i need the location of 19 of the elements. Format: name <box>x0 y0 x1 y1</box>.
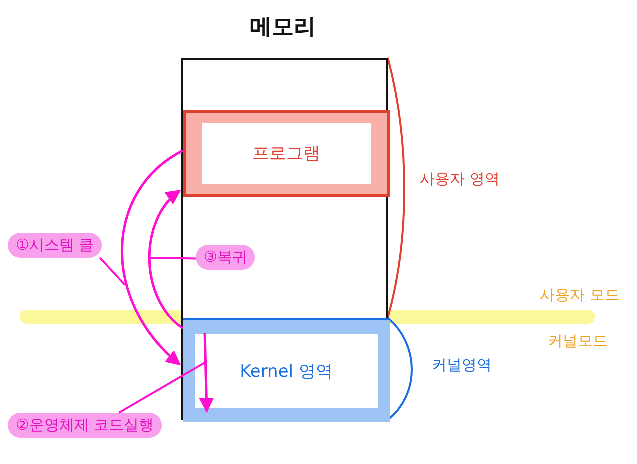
kernel-region <box>183 318 390 422</box>
callout-label: ③복귀 <box>196 245 256 270</box>
callout-label: ①시스템 콜 <box>8 233 102 258</box>
leader-line <box>99 257 126 286</box>
title: 메모리 <box>250 14 316 42</box>
region-note: 커널모드 <box>548 332 608 351</box>
arrow <box>148 190 184 330</box>
region-label: Kernel 영역 <box>195 334 378 408</box>
region-note: 커널영역 <box>432 356 492 375</box>
region-label: 프로그램 <box>202 123 371 184</box>
memory-column <box>181 58 388 420</box>
callout-label: ②운영체제 코드실행 <box>8 413 162 438</box>
region-note: 사용자 영역 <box>420 170 500 189</box>
arrow <box>121 150 184 366</box>
region-note: 사용자 모드 <box>540 286 620 305</box>
leader-line <box>118 360 208 414</box>
leader-line <box>150 257 196 260</box>
program-region <box>183 110 390 197</box>
arrow <box>199 332 214 414</box>
